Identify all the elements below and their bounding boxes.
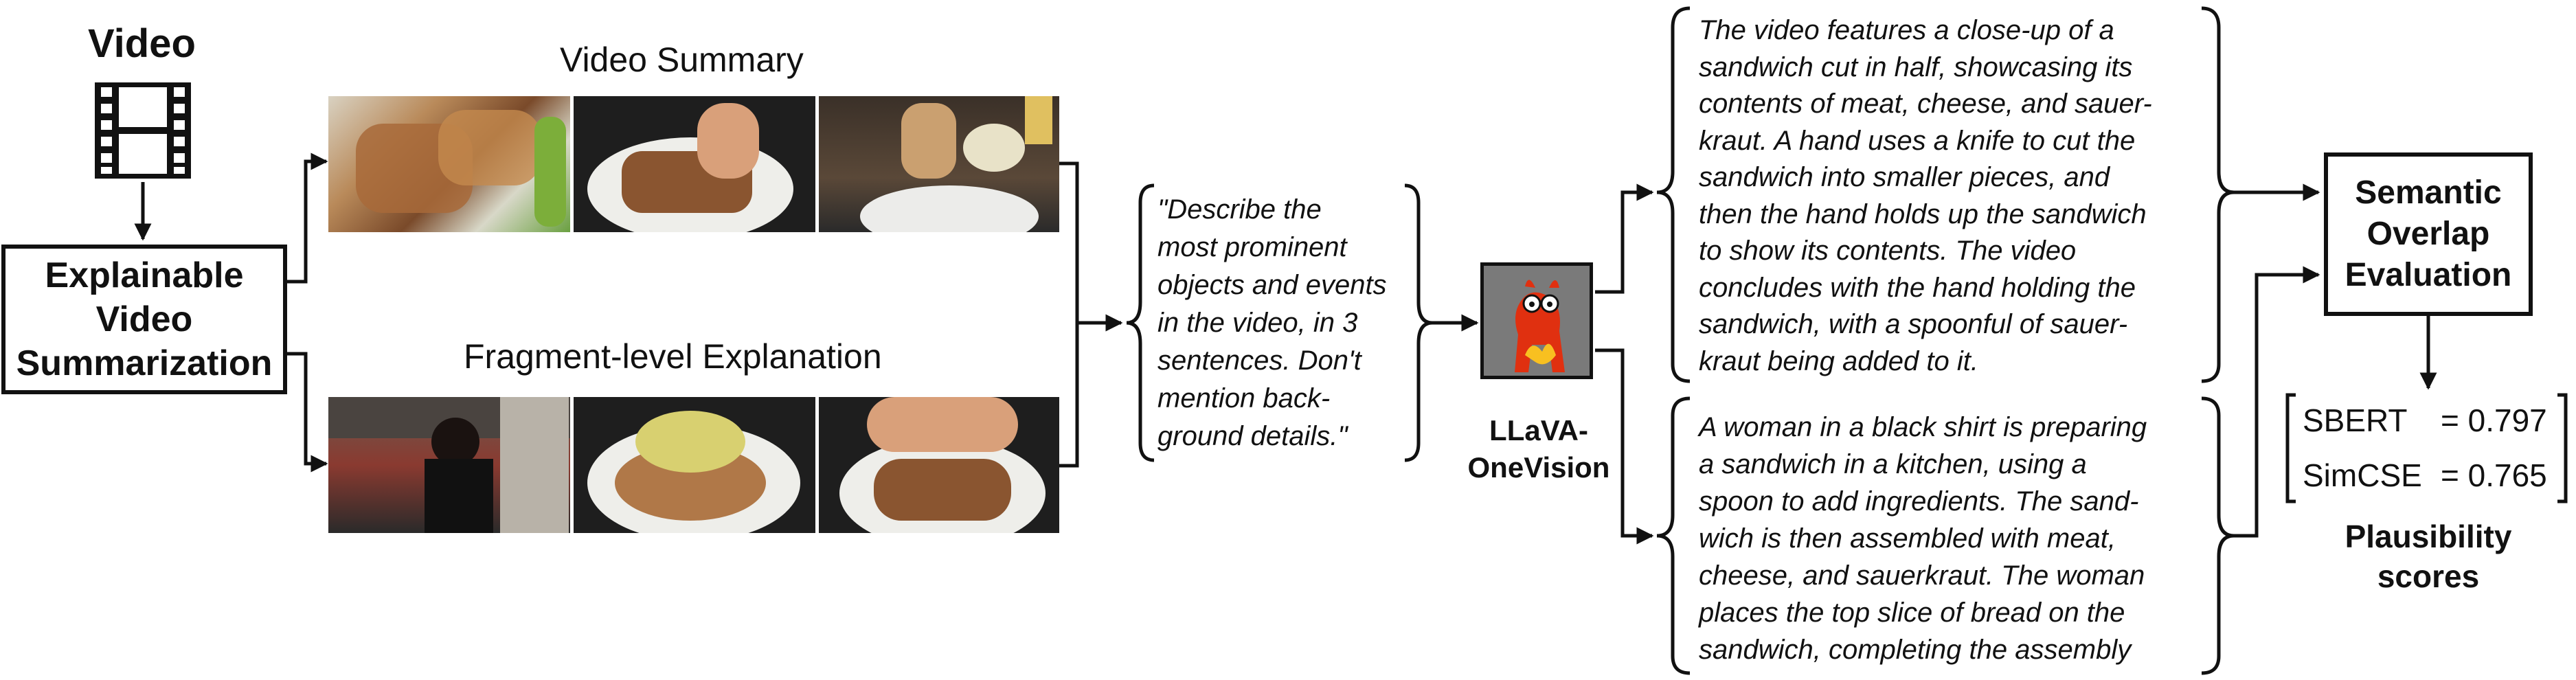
model-name-line-2: OneVision bbox=[1467, 451, 1610, 484]
explanation-output-line: sandwich, completing the assembly bbox=[1699, 635, 2132, 665]
summarization-line-2: Video bbox=[95, 299, 193, 339]
prompt-line: sentences. Don't bbox=[1157, 345, 1362, 376]
prompt-line: in the video, in 3 bbox=[1157, 308, 1358, 338]
evaluation-line-1: Semantic bbox=[2355, 174, 2502, 211]
summary-output-line: sandwich cut in half, showcasing its bbox=[1699, 52, 2133, 82]
summary-output-line: to show its contents. The video bbox=[1699, 236, 2077, 266]
evaluation-line-2: Overlap bbox=[2366, 216, 2490, 252]
summary-output-line: sandwich into smaller pieces, and bbox=[1699, 162, 2110, 192]
plausibility-line-2: scores bbox=[2377, 558, 2480, 594]
llava-mascot-icon bbox=[1480, 262, 1593, 379]
model-name-line-1: LLaVA- bbox=[1489, 414, 1588, 446]
evaluation-line-3: Evaluation bbox=[2345, 257, 2512, 293]
summarization-box: Explainable Video Summarization bbox=[1, 245, 287, 394]
score-sbert-value: = 0.797 bbox=[2441, 403, 2547, 438]
score-bracket-left bbox=[2285, 393, 2296, 503]
explanation-output-line: a sandwich in a kitchen, using a bbox=[1699, 449, 2087, 479]
explanation-brace-right bbox=[2201, 396, 2235, 675]
summary-frame-3 bbox=[819, 96, 1059, 232]
summarization-line-1: Explainable bbox=[45, 256, 244, 295]
summary-output-line: kraut. A hand uses a knife to cut the bbox=[1699, 125, 2136, 156]
prompt-line: most prominent bbox=[1157, 232, 1347, 262]
explanation-output-line: cheese, and sauerkraut. The woman bbox=[1699, 560, 2145, 591]
explanation-brace-left bbox=[1656, 396, 1691, 675]
explanation-output-line: places the top slice of bread on the bbox=[1699, 598, 2125, 628]
bracket-summary-frames bbox=[1058, 161, 1079, 323]
explanation-output-text: A woman in a black shirt is preparing a … bbox=[1699, 409, 2147, 668]
summary-output-line: concludes with the hand holding the bbox=[1699, 272, 2136, 303]
summary-frame-1 bbox=[328, 96, 570, 232]
plausibility-line-1: Plausibility bbox=[2345, 519, 2512, 554]
score-bracket-right bbox=[2557, 393, 2568, 503]
prompt-line: mention back- bbox=[1157, 383, 1331, 413]
summary-output-line: sandwich, with a spoonful of sauer- bbox=[1699, 309, 2128, 339]
evaluation-box: Semantic Overlap Evaluation bbox=[2324, 152, 2533, 316]
summary-output-line: contents of meat, cheese, and sauer- bbox=[1699, 89, 2152, 119]
video-summary-title: Video Summary bbox=[560, 41, 804, 79]
arrow-explanation-to-evaluation bbox=[2234, 266, 2320, 538]
summarization-line-3: Summarization bbox=[16, 343, 273, 383]
summary-brace-right bbox=[2201, 6, 2235, 383]
prompt-line: "Describe the bbox=[1157, 194, 1322, 225]
arrow-model-to-summary-output bbox=[1595, 183, 1654, 294]
bracket-explanation-frames bbox=[1058, 323, 1079, 468]
summary-output-line: then the hand holds up the sandwich bbox=[1699, 199, 2147, 229]
prompt-text: "Describe the most prominent objects and… bbox=[1157, 191, 1387, 455]
explanation-frame-2 bbox=[574, 397, 815, 533]
prompt-line: objects and events bbox=[1157, 270, 1387, 300]
model-name: LLaVA- OneVision bbox=[1456, 412, 1621, 486]
video-title: Video bbox=[88, 21, 196, 66]
plausibility-label: Plausibility scores bbox=[2301, 517, 2555, 596]
explanation-output-line: wich is then assembled with meat, bbox=[1699, 523, 2116, 554]
explanation-output-line: A woman in a black shirt is preparing bbox=[1699, 412, 2147, 442]
explanation-output-line: spoon to add ingredients. The sand- bbox=[1699, 486, 2139, 517]
explanation-frame-3 bbox=[819, 397, 1059, 533]
arrow-to-video-summary bbox=[287, 152, 328, 284]
prompt-brace-left bbox=[1126, 183, 1155, 462]
summary-frame-2 bbox=[574, 96, 815, 232]
prompt-line: ground details." bbox=[1157, 421, 1348, 451]
film-strip-icon bbox=[95, 82, 191, 179]
arrow-model-to-explanation-output bbox=[1595, 348, 1654, 545]
summary-output-line: The video features a close-up of a bbox=[1699, 15, 2114, 45]
score-simcse-label: SimCSE bbox=[2303, 457, 2422, 493]
arrow-to-fragment-explanation bbox=[287, 352, 328, 473]
summary-output-text: The video features a close-up of a sandw… bbox=[1699, 12, 2152, 380]
fragment-explanation-title: Fragment-level Explanation bbox=[464, 337, 882, 376]
score-simcse-value: = 0.765 bbox=[2441, 457, 2547, 493]
explanation-frame-1 bbox=[328, 397, 570, 533]
score-sbert-label: SBERT bbox=[2303, 403, 2408, 438]
summary-output-line: kraut being added to it. bbox=[1699, 345, 1978, 376]
prompt-brace-right bbox=[1404, 183, 1433, 462]
summary-brace-left bbox=[1656, 6, 1691, 383]
